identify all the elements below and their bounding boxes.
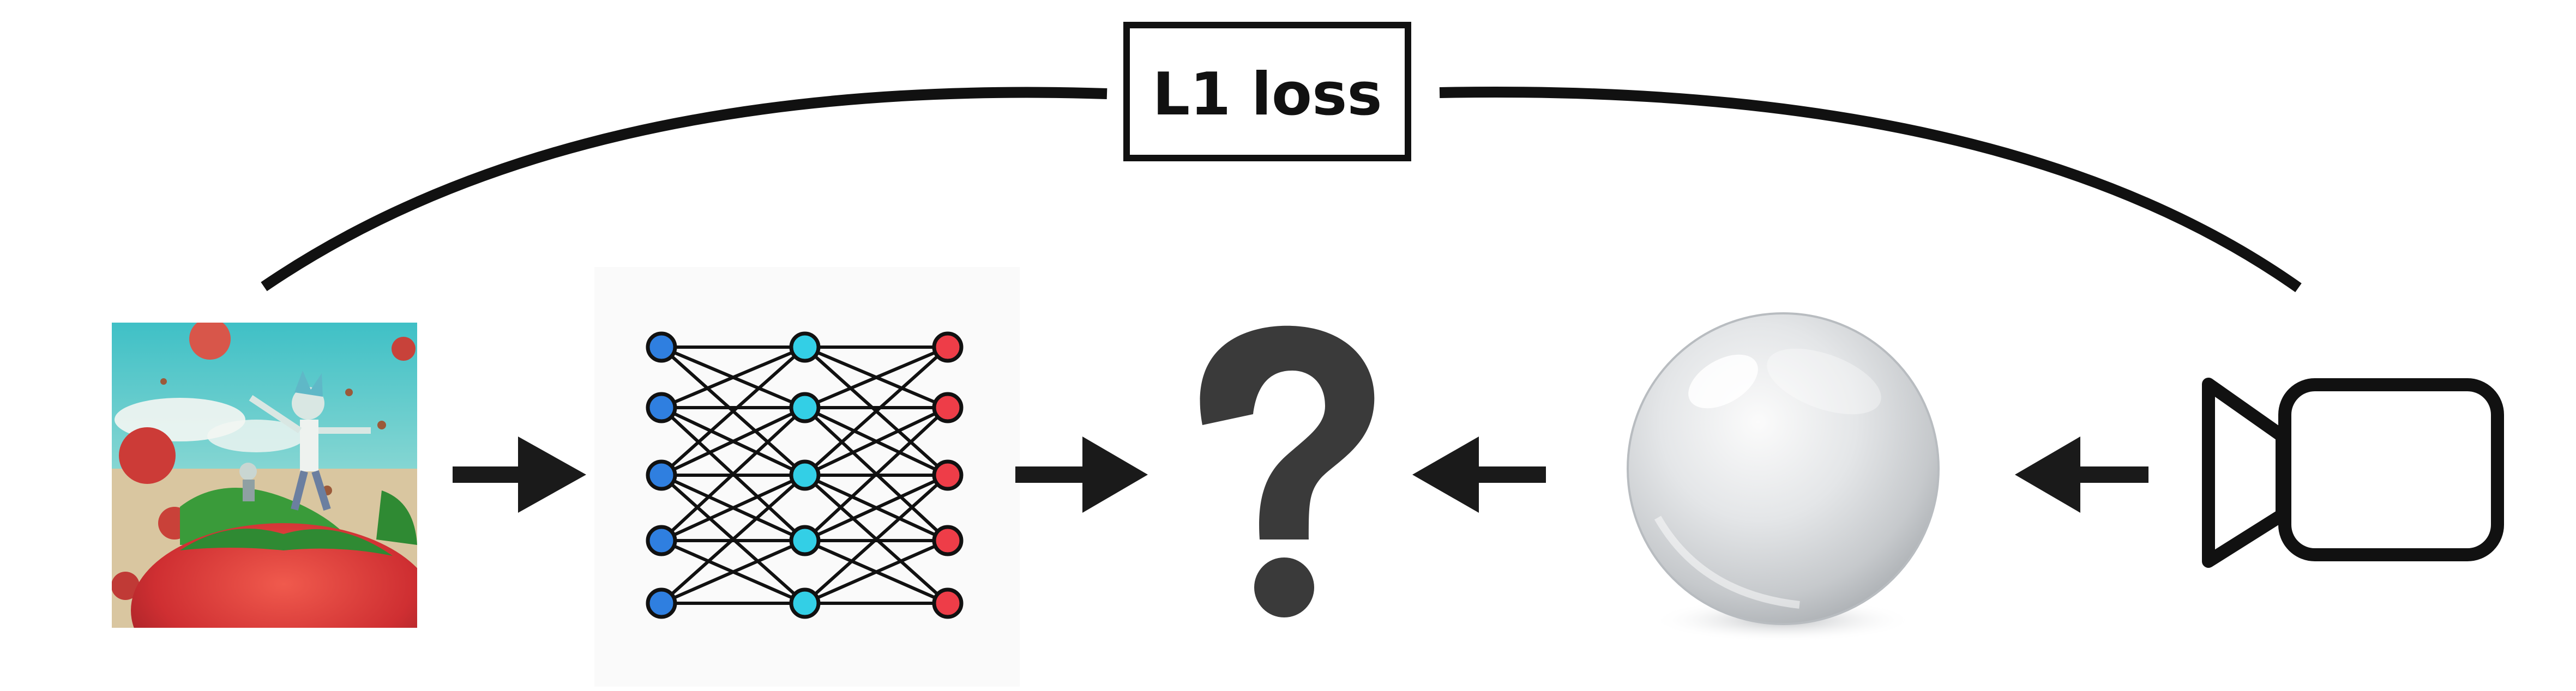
network-edge: [803, 474, 949, 605]
network-edge: [660, 406, 806, 542]
glass-sphere-icon: [1627, 312, 1940, 642]
arrow-right-icon: [453, 437, 586, 513]
network-node: [789, 392, 821, 423]
network-node: [646, 587, 677, 619]
network-edge: [660, 539, 806, 605]
network-edge: [803, 346, 949, 477]
network-edge: [660, 346, 806, 409]
neural-network-icon: [594, 267, 1020, 687]
network-edge: [804, 346, 949, 409]
input-image: [112, 323, 417, 628]
arrow-left-icon: [1412, 437, 1546, 513]
loss-box-border: [1123, 22, 1411, 161]
loss-arc-right: [1439, 86, 2302, 293]
question-mark-icon: [1200, 325, 1375, 617]
network-node: [932, 587, 964, 619]
loss-connector: [261, 86, 2302, 293]
network-node: [646, 331, 677, 363]
network-edge: [804, 406, 949, 477]
network-edge: [660, 474, 806, 542]
network-edge: [660, 474, 806, 605]
network-edge: [660, 406, 806, 477]
network-node: [932, 331, 964, 363]
network-edge: [660, 346, 806, 477]
network-node: [646, 392, 677, 423]
network-node: [932, 525, 964, 556]
network-edge: [803, 406, 949, 542]
network-node: [789, 525, 821, 556]
network-node: [646, 525, 677, 556]
arrow-left-icon: [2015, 437, 2148, 513]
network-edge: [804, 474, 949, 542]
network-node: [932, 392, 964, 423]
network-node: [932, 459, 964, 491]
arrow-right-icon: [1015, 437, 1148, 513]
network-node: [789, 587, 821, 619]
network-node: [789, 331, 821, 363]
loss-box: L1 loss: [1123, 22, 1411, 161]
loss-arc-left: [261, 87, 1108, 292]
loss-label: L1 loss: [1152, 60, 1382, 129]
network-edge: [804, 539, 949, 605]
network-node: [789, 459, 821, 491]
video-camera-icon: [2202, 378, 2504, 568]
network-node: [646, 459, 677, 491]
